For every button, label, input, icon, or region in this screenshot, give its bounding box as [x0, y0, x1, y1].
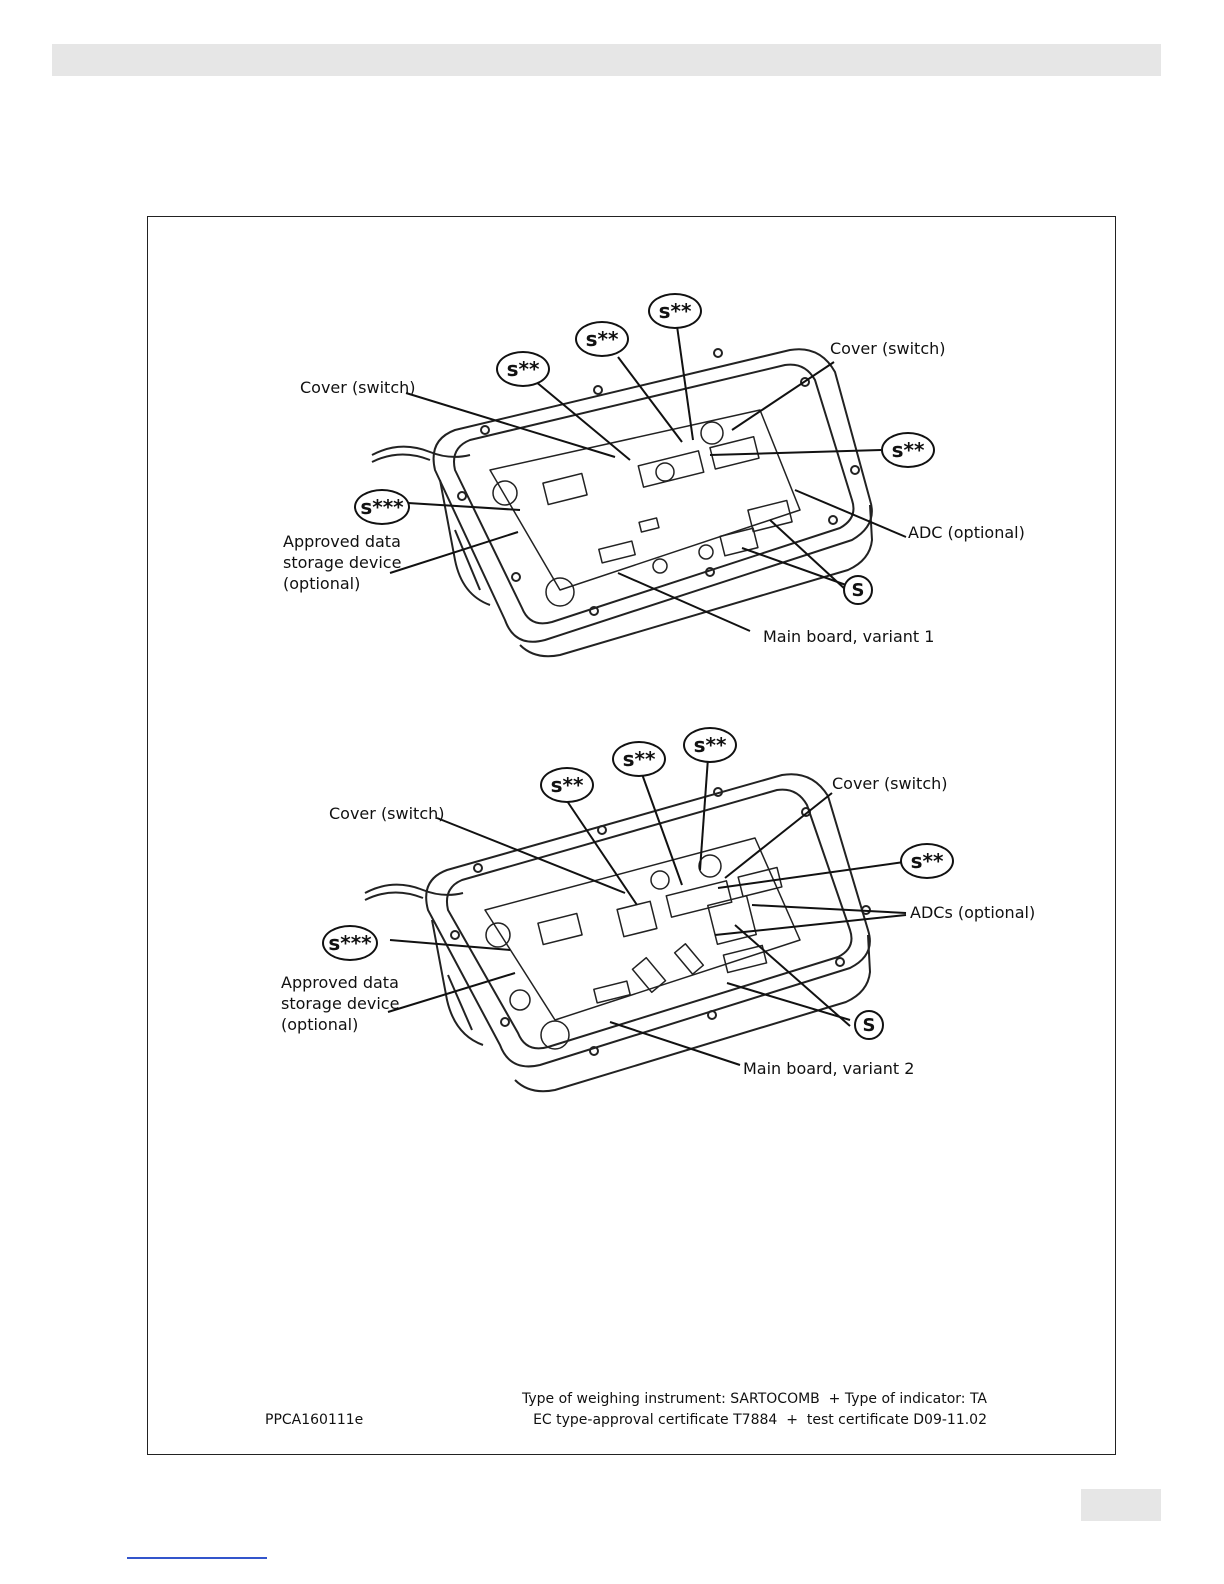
- seal-s2-2c: s**: [683, 727, 737, 763]
- seal-S-1: S: [843, 575, 873, 605]
- figure-frame: [147, 216, 1116, 1455]
- label-cover-switch-right-2: Cover (switch): [832, 774, 948, 793]
- label-adcs-2: ADCs (optional): [910, 903, 1036, 922]
- housing-2: [364, 773, 871, 1093]
- label-cover-switch-left-2: Cover (switch): [329, 804, 445, 823]
- label-storage-device-2: Approved data storage device (optional): [281, 973, 400, 1034]
- seal-s2-1b: s**: [575, 321, 629, 357]
- seal-s3-1: s***: [354, 489, 410, 525]
- page-number-box: [1081, 1489, 1161, 1521]
- label-main-board-1: Main board, variant 1: [763, 627, 935, 646]
- housing-1: [371, 348, 873, 658]
- document-code: PPCA160111e: [265, 1412, 364, 1428]
- footer-certificates: EC type-approval certificate T7884 + tes…: [533, 1412, 987, 1428]
- seal-s2-2a: s**: [540, 767, 594, 803]
- label-cover-switch-right-1: Cover (switch): [830, 339, 946, 358]
- seal-s2-1a: s**: [496, 351, 550, 387]
- seal-s2-1c: s**: [648, 293, 702, 329]
- footer-instrument-type: Type of weighing instrument: SARTOCOMB +…: [521, 1391, 987, 1407]
- leader-lines: [387, 325, 907, 1066]
- label-cover-switch-left-1: Cover (switch): [300, 378, 416, 397]
- seal-s3-2: s***: [322, 925, 378, 961]
- label-adc-1: ADC (optional): [908, 523, 1025, 542]
- seal-s2-1d: s**: [881, 432, 935, 468]
- seal-s2-2b: s**: [612, 741, 666, 777]
- label-main-board-2: Main board, variant 2: [743, 1059, 915, 1078]
- bottom-link-underline[interactable]: [127, 1557, 267, 1559]
- label-storage-device-1: Approved data storage device (optional): [283, 532, 402, 593]
- seal-S-2: S: [854, 1010, 884, 1040]
- seal-s2-2d: s**: [900, 843, 954, 879]
- header-bar: [52, 44, 1161, 76]
